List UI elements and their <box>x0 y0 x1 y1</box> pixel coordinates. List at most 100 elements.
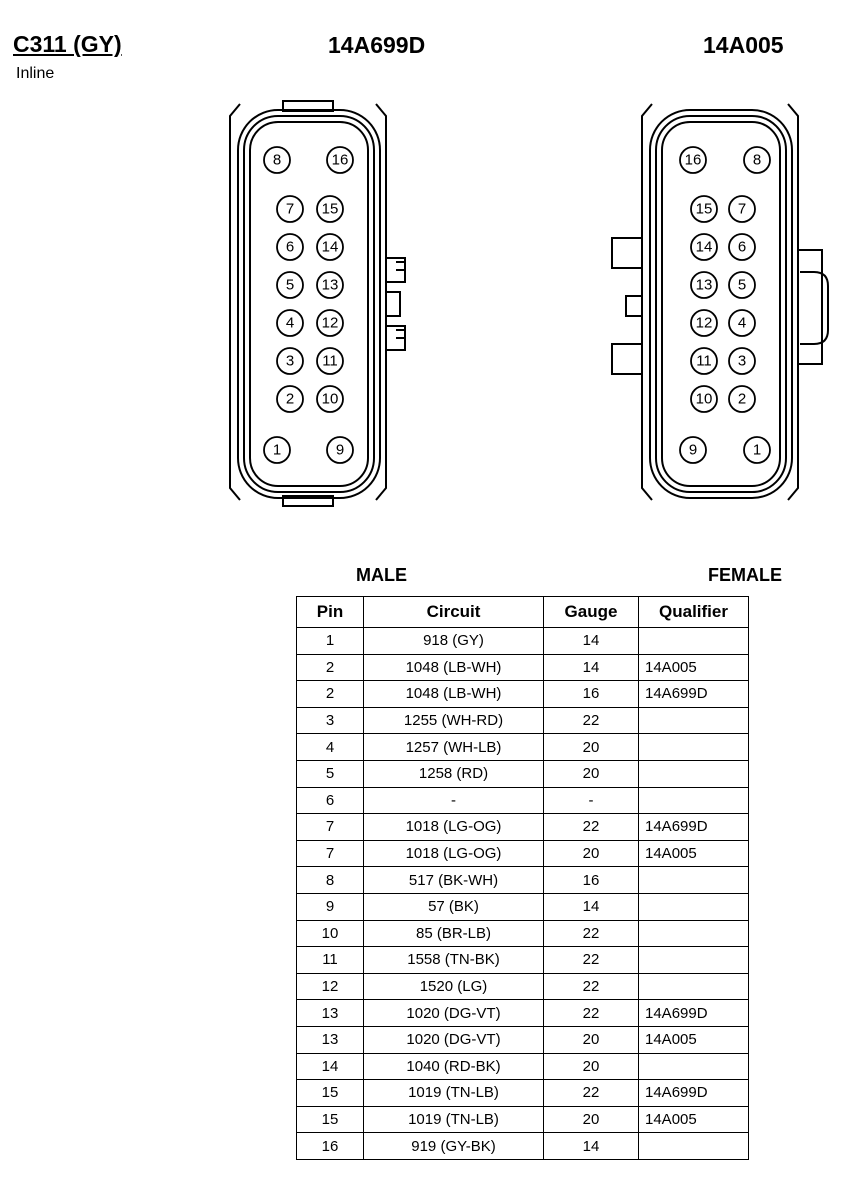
pin-10: 10 <box>690 385 718 413</box>
pin-label: 2 <box>738 391 746 408</box>
pin-circle <box>679 146 707 174</box>
pin-label: 6 <box>286 239 294 256</box>
pin-label: 15 <box>322 201 339 218</box>
cell-circuit: 1257 (WH-LB) <box>363 733 544 761</box>
cell-pin: 14 <box>296 1052 364 1081</box>
cell-pin: 13 <box>296 999 364 1027</box>
cell-gauge: - <box>543 786 639 815</box>
cell-gauge: 14 <box>543 1132 639 1160</box>
pin-circle <box>743 146 771 174</box>
pin-15: 15 <box>690 195 718 223</box>
cell-pin: 8 <box>296 866 364 894</box>
table-header-row: Pin Circuit Gauge Qualifier <box>296 596 749 628</box>
cell-pin: 2 <box>296 680 364 708</box>
pin-label: 11 <box>696 353 712 370</box>
pin-circle <box>728 309 756 337</box>
pin-label: 16 <box>685 152 702 169</box>
cell-qualifier: 14A699D <box>638 680 749 708</box>
pin-circle <box>276 195 304 223</box>
cell-circuit: 1019 (TN-LB) <box>363 1105 544 1134</box>
pin-circle <box>690 271 718 299</box>
pin-circle <box>690 309 718 337</box>
cell-gauge: 16 <box>543 680 639 708</box>
cell-circuit: 919 (GY-BK) <box>363 1132 544 1160</box>
cell-qualifier <box>638 706 749 735</box>
pin-7: 7 <box>728 195 756 223</box>
cell-gauge: 14 <box>543 627 639 655</box>
header-circuit: Circuit <box>363 596 544 628</box>
pin-4: 4 <box>728 309 756 337</box>
cell-circuit: 1040 (RD-BK) <box>363 1052 544 1081</box>
cell-pin: 2 <box>296 653 364 682</box>
cell-qualifier <box>638 946 749 974</box>
cell-gauge: 22 <box>543 1079 639 1107</box>
cell-qualifier: 14A699D <box>638 999 749 1027</box>
cell-circuit: 1019 (TN-LB) <box>363 1079 544 1107</box>
pin-label: 2 <box>286 391 294 408</box>
pin-label: 1 <box>753 442 761 459</box>
pin-6: 6 <box>728 233 756 261</box>
cell-pin: 16 <box>296 1132 364 1160</box>
cell-gauge: 22 <box>543 999 639 1027</box>
cell-qualifier: 14A005 <box>638 1025 749 1054</box>
male-connector-body <box>229 100 406 507</box>
pin-label: 8 <box>753 152 761 169</box>
pin-circle <box>728 233 756 261</box>
connector-type: Inline <box>16 65 55 82</box>
pin-circle <box>276 347 304 375</box>
pin-9: 9 <box>679 436 707 464</box>
cell-circuit: 1048 (LB-WH) <box>363 653 544 682</box>
pin-label: 3 <box>738 353 746 370</box>
cell-gauge: 20 <box>543 759 639 788</box>
pin-circle <box>743 436 771 464</box>
pin-5: 5 <box>728 271 756 299</box>
header-gauge: Gauge <box>543 596 639 628</box>
pin-1: 1 <box>263 436 291 464</box>
pin-label: 12 <box>696 315 713 332</box>
pin-7: 7 <box>276 195 304 223</box>
pin-label: 7 <box>286 201 294 218</box>
cell-qualifier: 14A699D <box>638 813 749 841</box>
cell-pin: 4 <box>296 733 364 761</box>
cell-qualifier <box>638 892 749 921</box>
cell-circuit: 1020 (DG-VT) <box>363 999 544 1027</box>
pin-label: 3 <box>286 353 294 370</box>
pin-circle <box>316 309 344 337</box>
pin-circle <box>276 309 304 337</box>
cell-gauge: 22 <box>543 972 639 1001</box>
pin-circle <box>690 385 718 413</box>
pin-6: 6 <box>276 233 304 261</box>
pin-label: 4 <box>738 315 746 332</box>
cell-qualifier <box>638 759 749 788</box>
pin-circle <box>728 385 756 413</box>
pin-label: 9 <box>689 442 697 459</box>
pin-circle <box>728 271 756 299</box>
cell-gauge: 20 <box>543 839 639 868</box>
male-part-number: 14A699D <box>328 32 426 58</box>
pin-circle <box>316 195 344 223</box>
pin-14: 14 <box>316 233 344 261</box>
cell-gauge: 14 <box>543 653 639 682</box>
pin-16: 16 <box>326 146 354 174</box>
pin-circle <box>263 436 291 464</box>
pin-14: 14 <box>690 233 718 261</box>
cell-gauge: 16 <box>543 866 639 894</box>
cell-circuit: 1048 (LB-WH) <box>363 680 544 708</box>
pin-label: 13 <box>322 277 339 294</box>
header-pin: Pin <box>296 596 364 628</box>
cell-pin: 7 <box>296 813 364 841</box>
cell-pin: 7 <box>296 839 364 868</box>
pin-9: 9 <box>326 436 354 464</box>
pin-label: 12 <box>322 315 339 332</box>
cell-circuit: 1255 (WH-RD) <box>363 706 544 735</box>
